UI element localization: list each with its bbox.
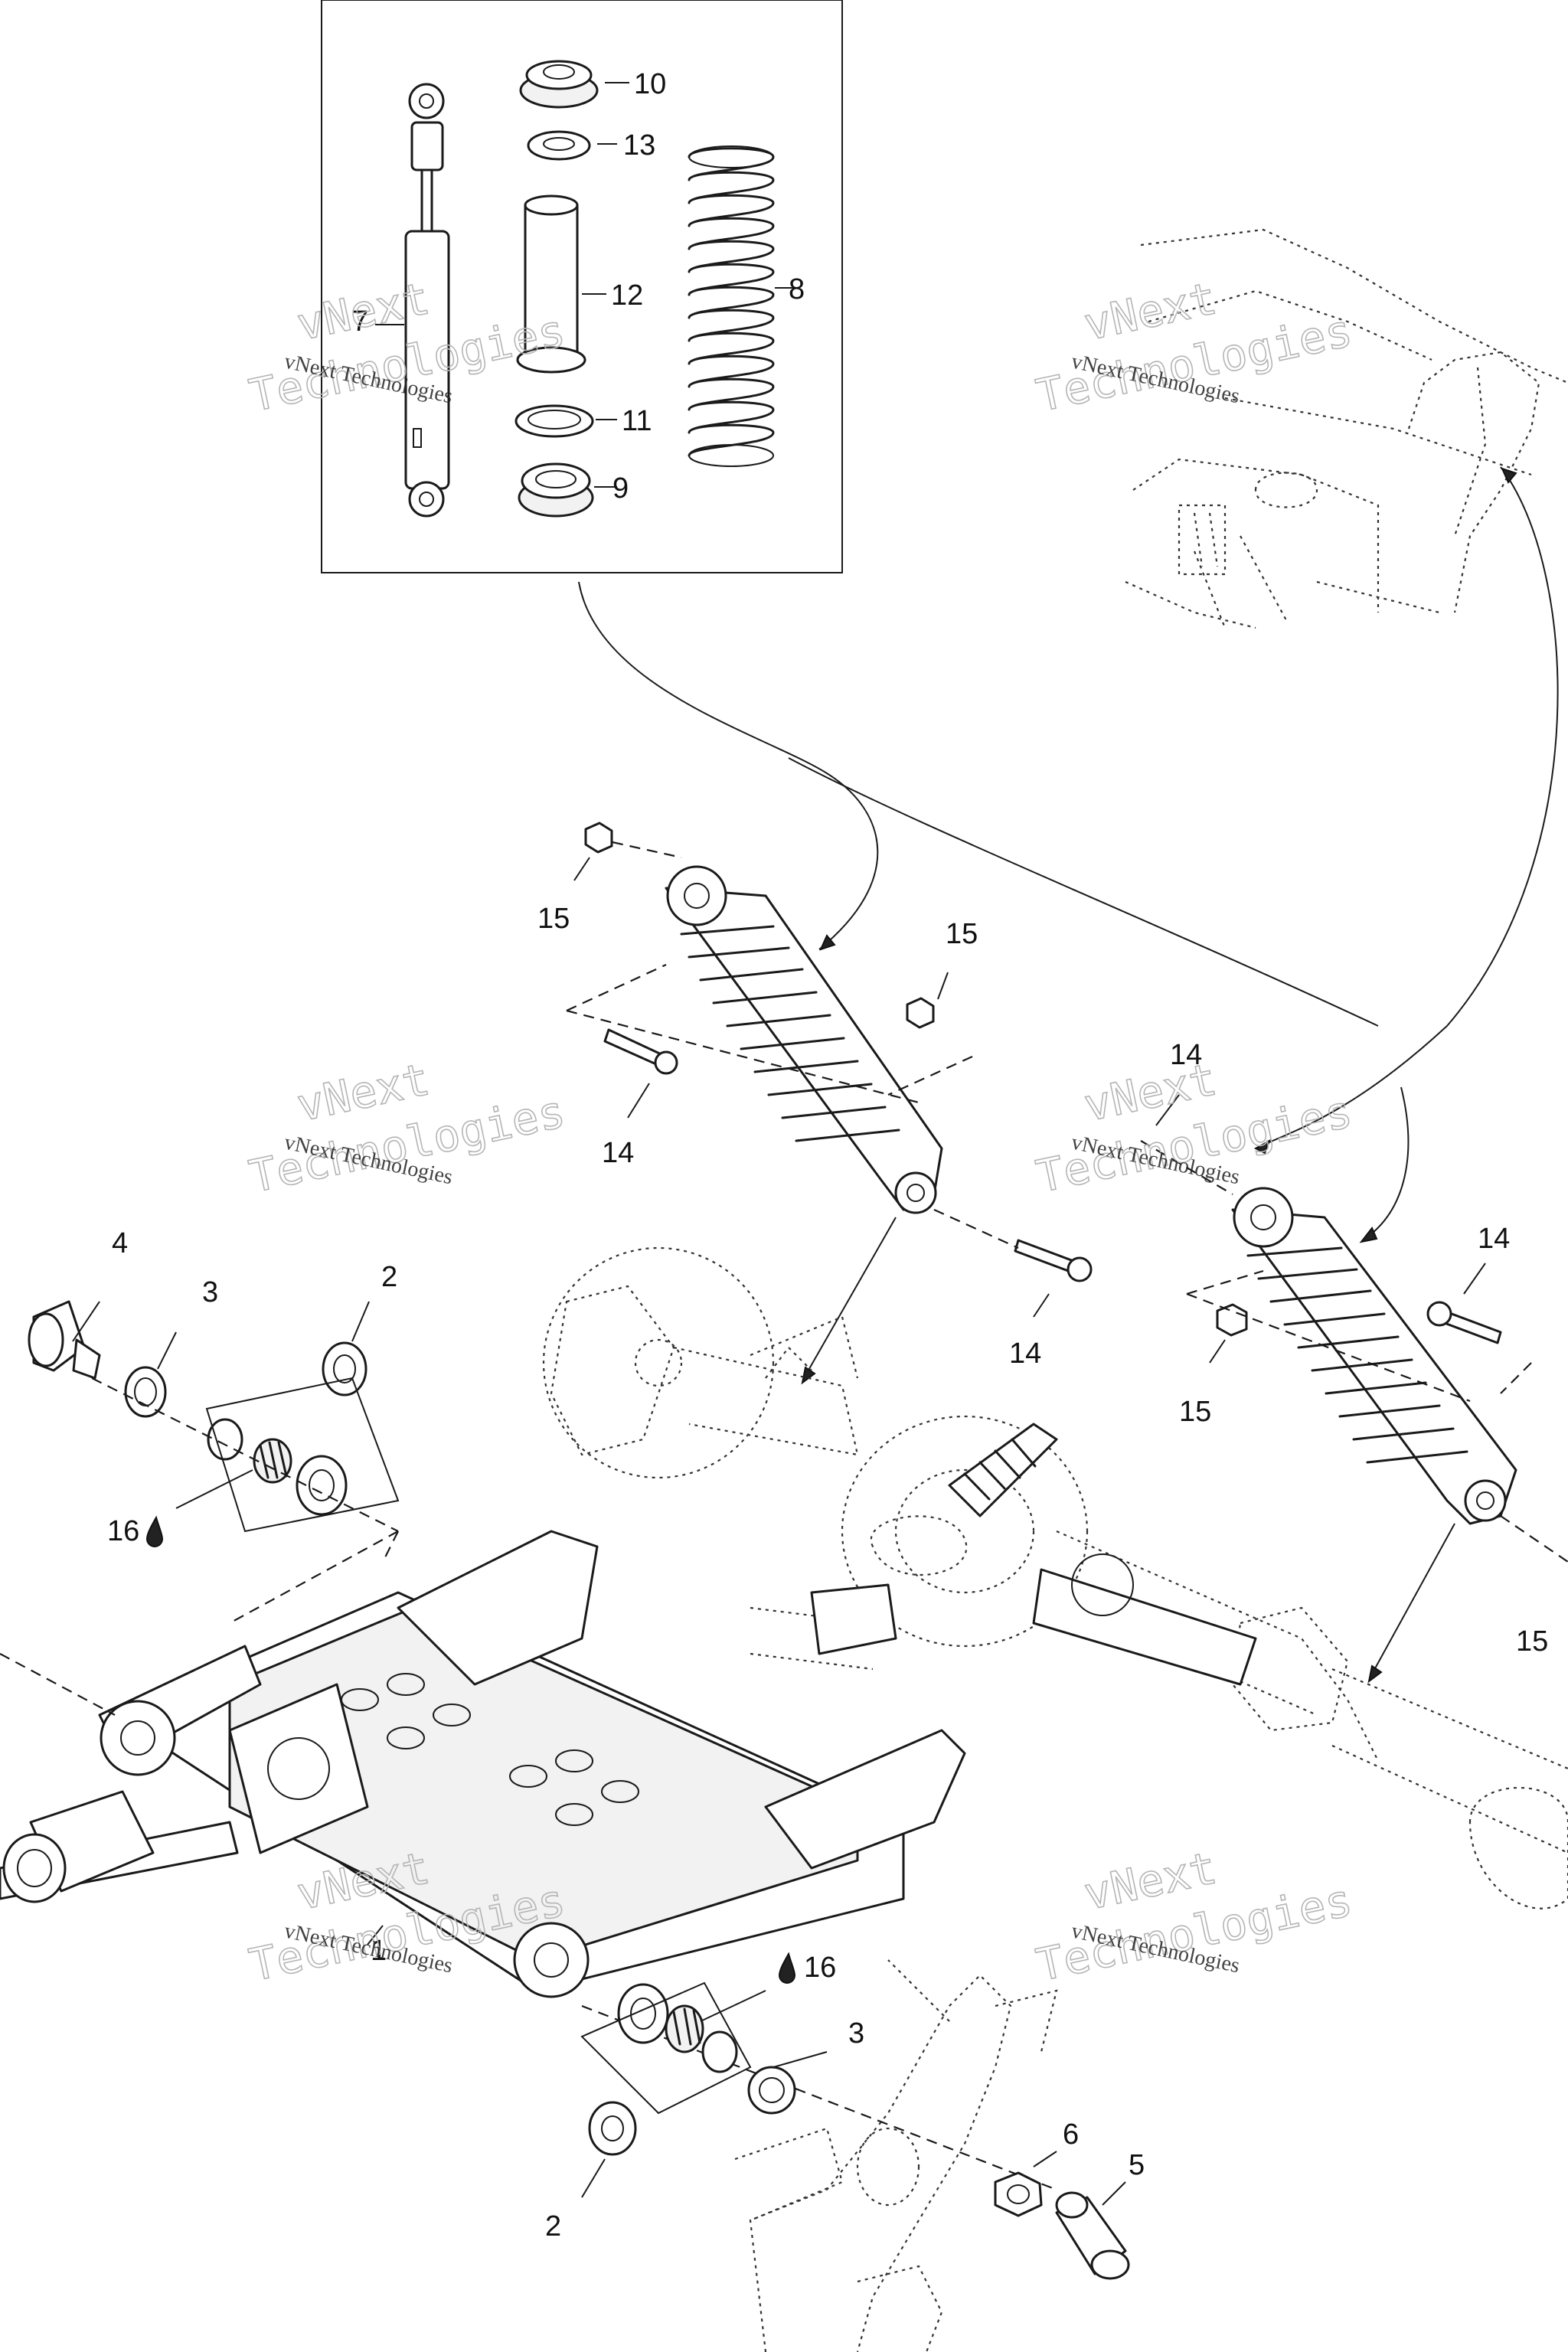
bearing-part-2 xyxy=(322,1341,368,1396)
pivot-parts-left xyxy=(28,1300,400,1563)
callout-14-b: 14 xyxy=(1170,1039,1202,1071)
watermark-mid-left: vNext Technologies vNext Technologies xyxy=(244,1052,570,1203)
callout-16-b: 16 xyxy=(804,1952,836,1984)
callout-16-a: 16 xyxy=(107,1515,139,1547)
swing-arm-part-1 xyxy=(0,1530,1057,2191)
callout-10: 10 xyxy=(634,68,666,100)
frame-mount-detail xyxy=(1125,228,1568,629)
seal-right xyxy=(747,2066,796,2115)
callout-14-a: 14 xyxy=(602,1137,634,1169)
nut-part-6 xyxy=(994,2171,1043,2217)
callout-labels: 10 13 12 8 11 9 7 15 15 14 14 14 14 15 1… xyxy=(107,68,1548,2243)
spring-cap-part-10 xyxy=(519,60,599,109)
axle-housing-dotted xyxy=(542,1246,1568,1909)
watermark-bottom-right: vNext Technologies vNext Technologies xyxy=(1031,1841,1357,1991)
callout-13: 13 xyxy=(623,129,655,162)
callout-3-b: 3 xyxy=(848,2017,864,2050)
oil-drop-icon xyxy=(145,1515,164,1547)
right-shock-assembly xyxy=(1140,1094,1568,1563)
left-shock-assembly xyxy=(566,822,1093,1318)
callout-9: 9 xyxy=(612,472,629,505)
arrow-head xyxy=(1367,1664,1383,1684)
callout-1: 1 xyxy=(371,1935,387,1967)
callout-14-c: 14 xyxy=(1009,1338,1041,1370)
callout-14-d: 14 xyxy=(1478,1223,1510,1255)
callout-6: 6 xyxy=(1063,2118,1079,2151)
arrow-head xyxy=(1359,1227,1378,1243)
damper-part-7 xyxy=(404,83,450,518)
callout-11: 11 xyxy=(622,405,652,437)
arrow-head xyxy=(1253,1138,1271,1155)
arrow-head xyxy=(819,934,836,951)
inset-frame xyxy=(321,0,843,573)
seal-part-3 xyxy=(124,1366,167,1418)
arrow-head xyxy=(801,1366,816,1385)
callout-15-d: 15 xyxy=(1516,1625,1548,1658)
callout-15-a: 15 xyxy=(537,903,570,935)
callout-5: 5 xyxy=(1129,2149,1145,2181)
oil-drop-icon xyxy=(778,1952,796,1984)
watermark-mid-right: vNext Technologies vNext Technologies xyxy=(1031,1052,1357,1203)
coil-spring-part-8 xyxy=(688,145,775,467)
shock-components-inset xyxy=(321,0,843,573)
clip-part-13 xyxy=(527,130,591,161)
bearing-right xyxy=(588,2101,637,2156)
pivot-parts-right xyxy=(580,1981,1130,2280)
callout-4: 4 xyxy=(112,1227,128,1259)
callout-3-a: 3 xyxy=(202,1276,218,1308)
callout-2-a: 2 xyxy=(381,1261,397,1293)
assembly-flow-lines xyxy=(578,466,1559,1684)
callout-7: 7 xyxy=(352,305,368,338)
callout-15-c: 15 xyxy=(1179,1396,1211,1428)
bottom-frame-dotted xyxy=(734,1959,1058,2352)
callout-2-b: 2 xyxy=(545,2210,561,2243)
bushing-right xyxy=(617,1983,669,2044)
washer-part-11 xyxy=(514,404,594,438)
callout-15-b: 15 xyxy=(946,918,978,950)
callout-12: 12 xyxy=(611,279,643,312)
adjuster-part-9 xyxy=(518,462,594,518)
callout-8: 8 xyxy=(789,273,805,305)
arrow-head xyxy=(1501,467,1517,484)
watermark-top-right: vNext Technologies vNext Technologies xyxy=(1031,271,1357,422)
sleeve-part-12 xyxy=(516,194,586,374)
